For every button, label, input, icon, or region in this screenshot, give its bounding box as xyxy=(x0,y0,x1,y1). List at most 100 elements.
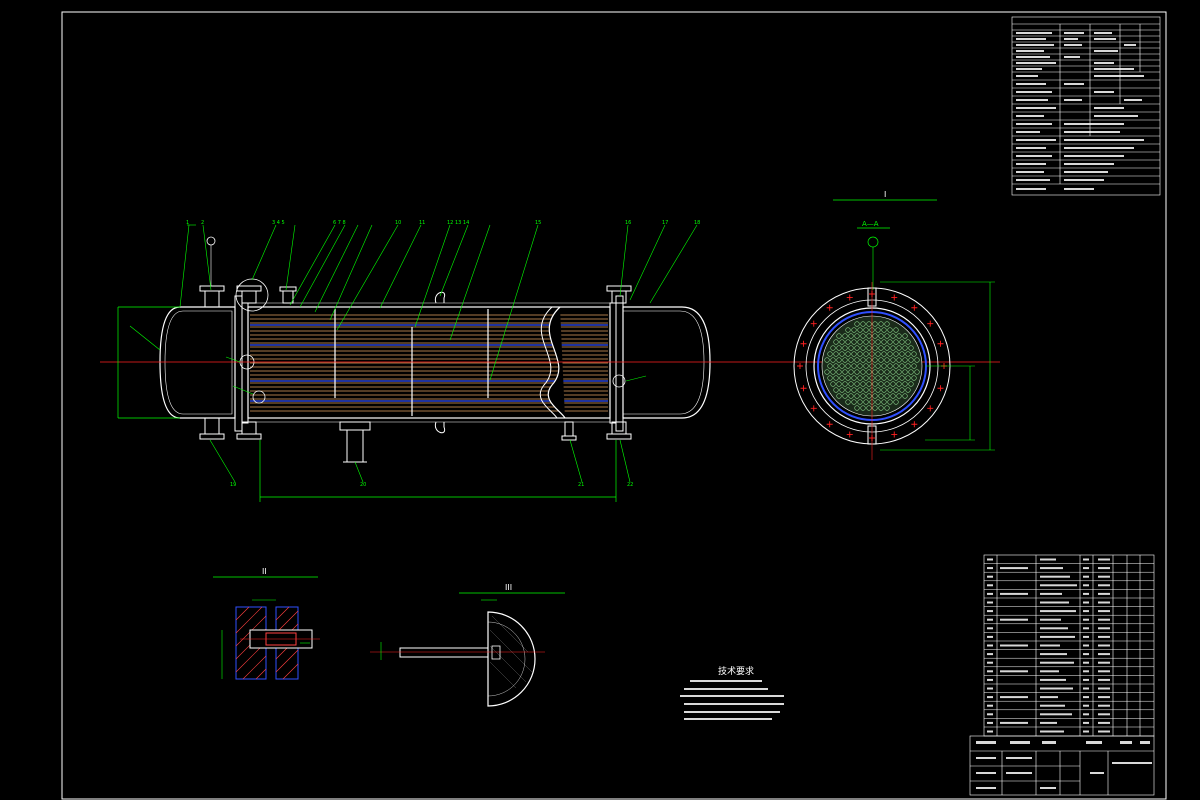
bolt-hole-mark xyxy=(937,385,944,392)
tube-hole xyxy=(872,369,878,375)
tube-hole xyxy=(881,387,887,393)
tube-hole xyxy=(899,363,905,369)
tube-hole xyxy=(857,339,863,345)
tube-hole xyxy=(887,399,893,405)
svg-text:12 13 14: 12 13 14 xyxy=(447,220,469,226)
parts-row-text xyxy=(1098,610,1110,613)
parts-row-text xyxy=(1098,713,1110,716)
tube-hole xyxy=(848,357,854,363)
parts-row-text xyxy=(1083,678,1089,681)
parts-row-text xyxy=(987,584,993,587)
section-i-label: I xyxy=(884,190,886,199)
tube-hole xyxy=(908,369,914,375)
tube-hole xyxy=(836,393,842,399)
top-nozzles xyxy=(199,285,632,308)
svg-text:1: 1 xyxy=(186,220,189,226)
tube-hole xyxy=(836,357,842,363)
parts-row-text xyxy=(1083,730,1089,733)
break-line xyxy=(547,306,566,419)
tube-hole xyxy=(830,381,836,387)
tube-hole xyxy=(887,339,893,345)
bolt-hole-mark xyxy=(927,320,934,327)
section-aa-label: A—A xyxy=(862,220,879,228)
parts-row-text xyxy=(1098,575,1110,578)
tube-hole xyxy=(878,405,884,411)
parts-row-text xyxy=(1000,721,1028,724)
tube-hole xyxy=(902,345,908,351)
parts-row-text xyxy=(1098,558,1110,561)
tube-hole xyxy=(866,345,872,351)
tube-hole xyxy=(908,381,914,387)
parts-row-text xyxy=(987,696,993,699)
parts-row-text xyxy=(987,730,993,733)
section-iii-label: III xyxy=(505,583,512,592)
tube-hole xyxy=(866,393,872,399)
parts-row-text xyxy=(1000,567,1028,570)
expansion-joint-bottom xyxy=(434,421,446,434)
tube-hole xyxy=(878,321,884,327)
parts-row-text xyxy=(1098,687,1110,690)
tube-hole xyxy=(881,363,887,369)
tube-hole xyxy=(854,345,860,351)
dimension-lines xyxy=(117,306,617,502)
tube-hole xyxy=(830,357,836,363)
tube-hole xyxy=(866,405,872,411)
tube-hole xyxy=(911,375,917,381)
tube-hole xyxy=(836,369,842,375)
parts-row-text xyxy=(1040,601,1069,604)
tube-hole xyxy=(893,351,899,357)
tube-hole xyxy=(830,369,836,375)
tie-rods xyxy=(250,324,608,402)
tube-hole xyxy=(875,399,881,405)
tube-hole xyxy=(827,363,833,369)
svg-text:19: 19 xyxy=(230,482,236,488)
tube-hole xyxy=(893,375,899,381)
tube-hole xyxy=(845,327,851,333)
tube-hole xyxy=(851,375,857,381)
parts-row-text xyxy=(1083,618,1089,621)
bolt-hole-mark xyxy=(800,385,807,392)
tube-hole xyxy=(863,387,869,393)
tube-hole xyxy=(884,405,890,411)
tube-hole xyxy=(899,387,905,393)
tube-hole xyxy=(857,363,863,369)
tube-hole xyxy=(884,393,890,399)
technical-data-text xyxy=(1016,32,1144,190)
tube-hole xyxy=(905,351,911,357)
parts-row-text xyxy=(1083,567,1089,570)
parts-row-text xyxy=(1083,696,1089,699)
tube-hole xyxy=(842,369,848,375)
tube-hole xyxy=(866,333,872,339)
tube-hole xyxy=(848,345,854,351)
tube-hole xyxy=(833,375,839,381)
tube-hole xyxy=(860,345,866,351)
parts-row-text xyxy=(987,653,993,656)
tube-hole xyxy=(857,327,863,333)
tube-hole xyxy=(866,369,872,375)
parts-row-text xyxy=(1040,558,1056,561)
detail-iii xyxy=(370,592,565,707)
parts-row-text xyxy=(1040,696,1058,699)
tube-hole xyxy=(887,363,893,369)
tube-hole xyxy=(851,399,857,405)
parts-row-text xyxy=(1098,704,1110,707)
tube-hole xyxy=(887,387,893,393)
tube-hole xyxy=(911,351,917,357)
parts-row-text xyxy=(987,610,993,613)
tube-hole xyxy=(881,375,887,381)
parts-row-text xyxy=(987,661,993,664)
tube-hole xyxy=(875,363,881,369)
tube-hole xyxy=(896,333,902,339)
tube-pattern xyxy=(824,321,920,411)
tube-hole xyxy=(878,345,884,351)
parts-row-text xyxy=(1098,670,1110,673)
tube-hole xyxy=(902,393,908,399)
parts-row-text xyxy=(1040,575,1070,578)
parts-list-table xyxy=(969,554,1155,796)
tube-hole xyxy=(899,375,905,381)
tube-hole xyxy=(878,393,884,399)
parts-row-text xyxy=(1083,610,1089,613)
tube-hole xyxy=(884,333,890,339)
svg-text:21: 21 xyxy=(578,482,584,488)
tube-hole xyxy=(875,339,881,345)
